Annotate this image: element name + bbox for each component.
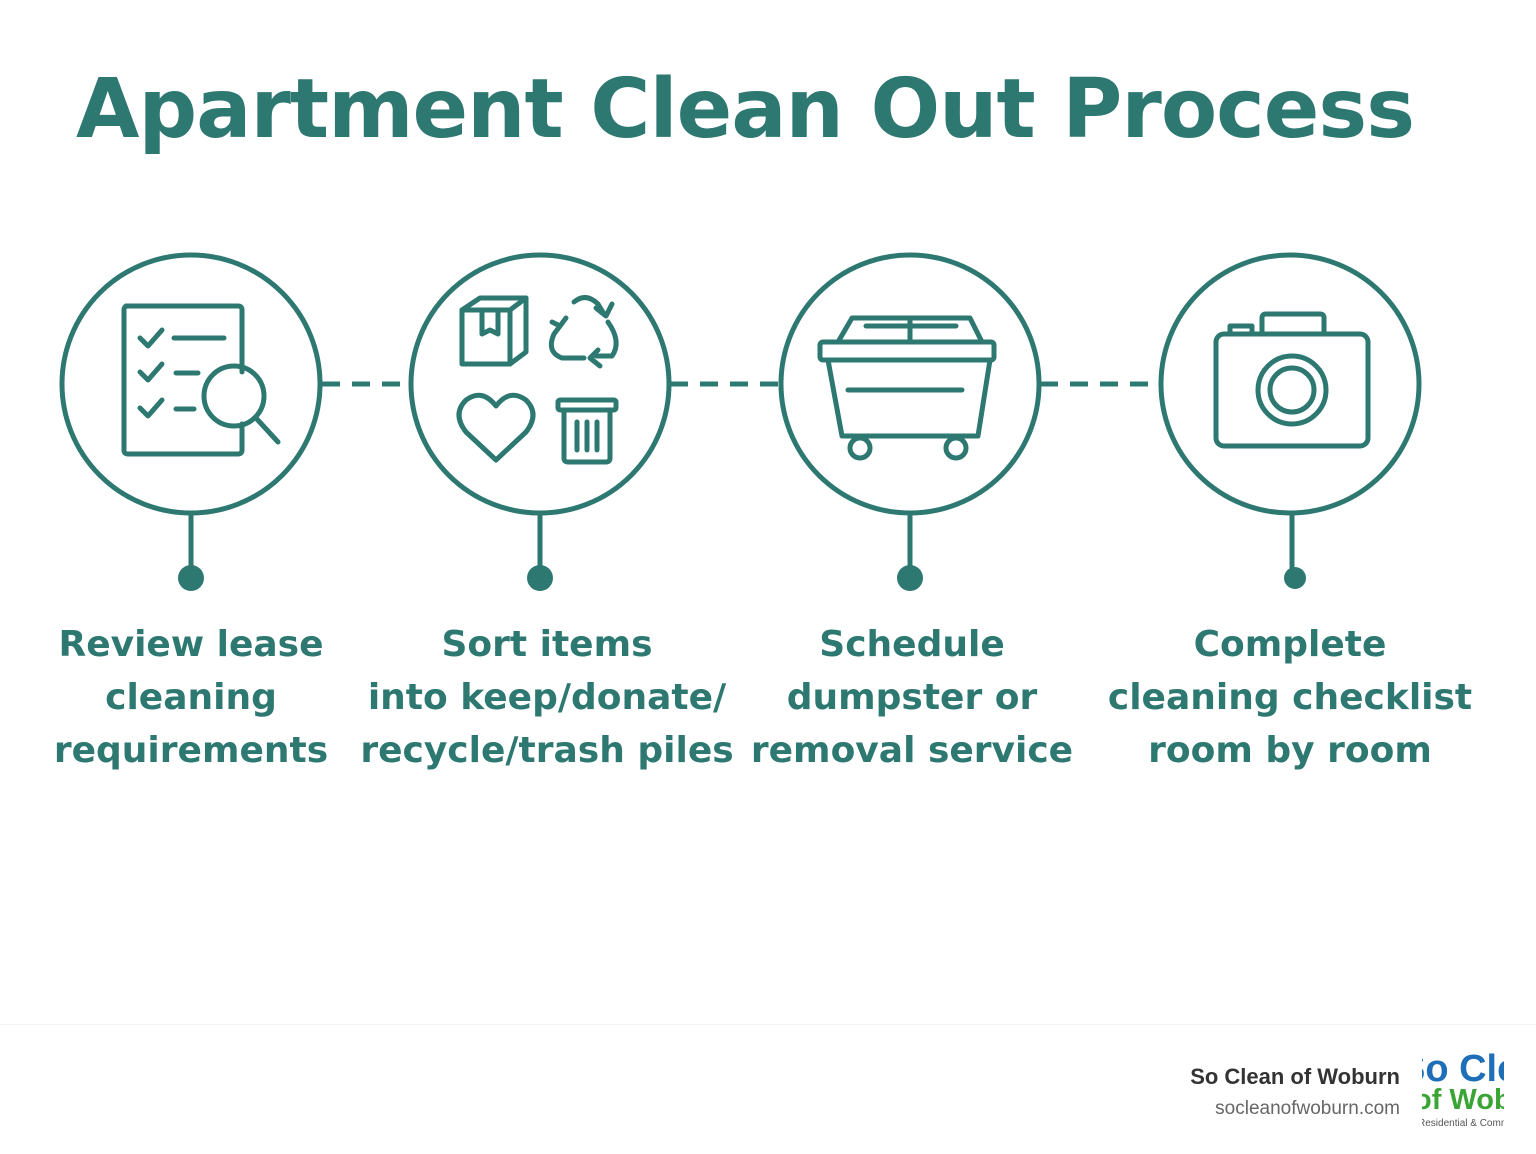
- step-4-dot: [1284, 567, 1306, 589]
- dumpster-icon: [817, 315, 997, 461]
- camera-icon: [1213, 311, 1371, 449]
- sort-piles-icon: [456, 295, 619, 465]
- checklist-search-icon: [121, 303, 281, 457]
- step-3-circle: [778, 252, 1042, 516]
- step-1-dot: [178, 565, 204, 591]
- step-2-circle: [408, 252, 672, 516]
- logo-line-2: of Woburn: [1422, 1084, 1504, 1116]
- footer-url[interactable]: socleanofwoburn.com: [1215, 1098, 1400, 1119]
- brand-logo: So Clean of Woburn Residential & Commerc…: [1422, 1048, 1504, 1132]
- step-4-circle: [1158, 252, 1422, 516]
- logo-line-3: Residential & Commercial: [1422, 1118, 1504, 1129]
- footer-brand-name: So Clean of Woburn: [1190, 1064, 1400, 1089]
- step-4-label: Complete cleaning checklist room by room: [1107, 624, 1473, 771]
- logo-line-1: So Clean: [1422, 1048, 1504, 1090]
- step-1-circle: [59, 252, 323, 516]
- step-2-dot: [527, 565, 553, 591]
- page-title: Apartment Clean Out Process: [75, 62, 1415, 157]
- step-3-label: Schedule dumpster or removal service: [750, 624, 1074, 771]
- step-1-label: Review lease cleaning requirements: [53, 624, 329, 771]
- footer-divider: [0, 1024, 1536, 1025]
- step-3-dot: [897, 565, 923, 591]
- step-2-label: Sort items into keep/donate/ recycle/tra…: [360, 624, 734, 771]
